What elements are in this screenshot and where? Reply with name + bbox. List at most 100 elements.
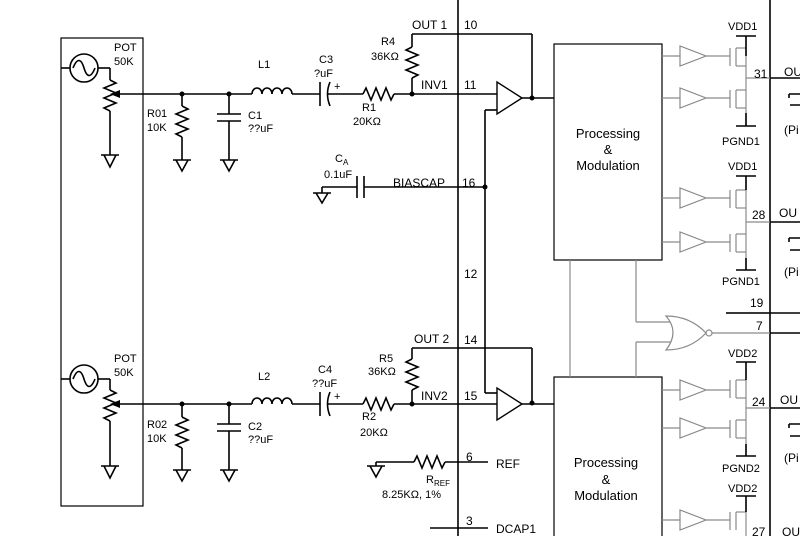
- ref-network: 6 REF RREF 8.25KΩ, 1%: [367, 450, 520, 501]
- inv1-net-label: INV1: [421, 78, 448, 92]
- pin-14-label: 14: [464, 333, 478, 347]
- buffer-2b-top-icon: [679, 509, 708, 531]
- buffer-1a-bottom-icon: [679, 87, 708, 109]
- ref-net-label: REF: [496, 457, 520, 471]
- pin-6-label: 6: [466, 450, 473, 464]
- pin-24-label: 24: [752, 395, 766, 409]
- l1-inductor-icon: [251, 87, 293, 95]
- pin-3-label: 3: [466, 514, 473, 528]
- r5-value: 36KΩ: [368, 366, 396, 378]
- c1-value: ??uF: [248, 123, 273, 135]
- r2-resistor-icon: [362, 395, 395, 413]
- buffer-1b-top-icon: [679, 187, 708, 209]
- internal-gray-connections: [569, 260, 800, 377]
- pin-10-label: 10: [464, 18, 478, 32]
- ca-value: 0.1uF: [324, 169, 352, 181]
- ground-biascap-icon: [313, 192, 331, 205]
- pgnd1-bottom-label: PGND1: [722, 276, 760, 288]
- buffer-2a-bottom-icon: [679, 417, 708, 439]
- r02-resistor-icon: [173, 416, 191, 449]
- load-1a-icon: [788, 93, 800, 106]
- pin-31-label: 31: [754, 67, 768, 81]
- l1-label: L1: [258, 59, 270, 71]
- pinlbl-1a: (Pi: [784, 123, 799, 137]
- pin-27-label: 27: [752, 525, 766, 536]
- out-1b-label: OU: [779, 206, 797, 220]
- l2-label: L2: [258, 371, 270, 383]
- c3-label: C3: [319, 54, 333, 66]
- pin-11-label: 11: [464, 78, 477, 92]
- r02-label: R02: [147, 419, 167, 431]
- load-1b-icon: [788, 237, 800, 251]
- pot2-label: POT: [114, 353, 137, 365]
- ground-r01-icon: [173, 159, 191, 173]
- proc-top-line3: Modulation: [576, 158, 640, 173]
- out-1a-label: OU: [784, 65, 800, 79]
- buffer-1b-bottom-icon: [679, 231, 708, 253]
- r4-resistor-icon: [403, 46, 421, 79]
- pot1-label: POT: [114, 42, 137, 54]
- vdd2-bottom-label: VDD2: [728, 483, 757, 495]
- ground-pot2-icon: [101, 465, 119, 480]
- inv2-net-label: INV2: [421, 389, 448, 403]
- pin-19-label: 19: [750, 296, 764, 310]
- channel2-input-network: POT 50K R02 10K C2 ??uF L2 C4 ??uF + R2 …: [61, 332, 533, 483]
- vdd1-bottom-label: VDD1: [728, 161, 757, 173]
- vdd2-top-label: VDD2: [728, 348, 757, 360]
- proc-bottom-line3: Modulation: [574, 488, 638, 503]
- rref-resistor-icon: [413, 453, 446, 471]
- opamp2-triangle-icon: [496, 386, 524, 422]
- r01-value: 10K: [147, 122, 167, 134]
- output-driver-1b: VDD1 PGND1 28 OU (Pi: [662, 161, 800, 288]
- pinlbl-2a: (Pi: [784, 451, 799, 465]
- output-driver-1a: VDD1 PGND1 31 OU (Pi: [662, 21, 800, 148]
- buffer-2a-top-icon: [679, 379, 708, 401]
- l2-inductor-icon: [251, 397, 293, 405]
- out1-net-label: OUT 1: [412, 18, 447, 32]
- pin-16-label: 16: [462, 176, 476, 190]
- ground-ref-icon: [367, 465, 385, 479]
- ground-r02-icon: [173, 469, 191, 483]
- c2-value: ??uF: [248, 434, 273, 446]
- r02-value: 10K: [147, 433, 167, 445]
- pin-12-label: 12: [464, 267, 478, 281]
- r01-label: R01: [147, 108, 167, 120]
- biascap-network: CA 0.1uF BIASCAP 16 12: [313, 109, 497, 394]
- vdd1-top-label: VDD1: [728, 21, 757, 33]
- ground-c2-icon: [220, 469, 238, 483]
- r1-value: 20KΩ: [353, 116, 381, 128]
- proc-top-line2: &: [604, 142, 613, 157]
- proc-bottom-line2: &: [602, 472, 611, 487]
- pot2-wiper-arrow-icon: [110, 400, 120, 408]
- c3-plus: +: [334, 81, 340, 93]
- pot1-wiper-arrow-icon: [110, 90, 120, 98]
- c3-value: ?uF: [314, 68, 333, 80]
- output-driver-2a: VDD2 PGND2 24 OU (Pi: [662, 348, 800, 475]
- proc-bottom-line1: Processing: [574, 455, 638, 470]
- opamp-channel2: [496, 386, 554, 422]
- r1-label: R1: [362, 102, 376, 114]
- rref-value: 8.25KΩ, 1%: [382, 489, 441, 501]
- out2-net-label: OUT 2: [414, 332, 449, 346]
- load-2a-icon: [788, 423, 800, 437]
- proc-top-line1: Processing: [576, 126, 640, 141]
- signal-source-box: [60, 37, 144, 507]
- r5-label: R5: [379, 353, 393, 365]
- c1-label: C1: [248, 110, 262, 122]
- pinlbl-1b: (Pi: [784, 265, 799, 279]
- r2-value: 20KΩ: [360, 427, 388, 439]
- pot1-value: 50K: [114, 56, 134, 68]
- r2-label: R2: [362, 411, 376, 423]
- pin-15-label: 15: [464, 389, 478, 403]
- dcap1-net-label: DCAP1: [496, 522, 536, 536]
- r4-label: R4: [381, 36, 395, 48]
- r1-resistor-icon: [362, 85, 395, 103]
- ground-pot1-icon: [101, 154, 119, 169]
- rref-label: RREF: [426, 474, 450, 488]
- processing-block-bottom: Processing & Modulation: [553, 376, 663, 536]
- pot2-value: 50K: [114, 367, 134, 379]
- pin-28-label: 28: [752, 208, 766, 222]
- buffer-1a-top-icon: [679, 45, 708, 67]
